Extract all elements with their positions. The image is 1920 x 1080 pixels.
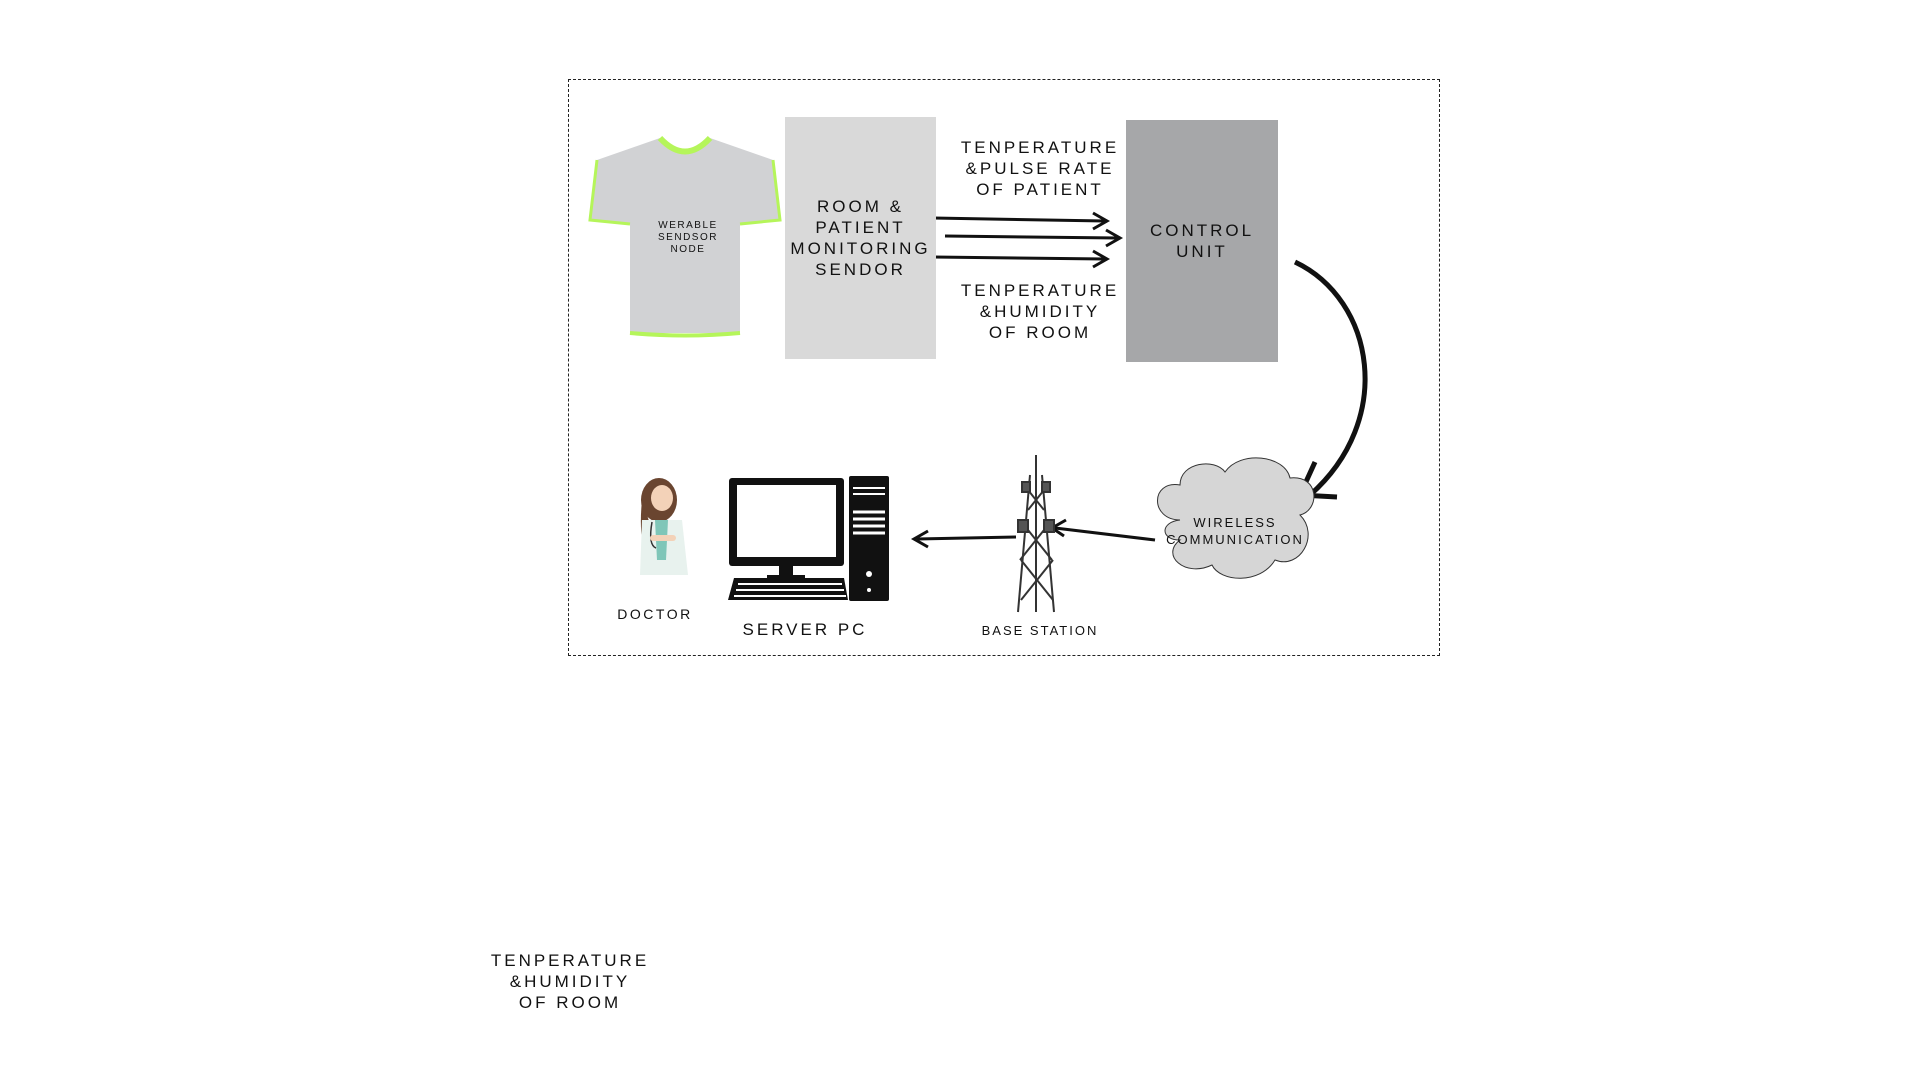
doctor-icon (640, 478, 688, 575)
base-station-label: BASE STATION (981, 623, 1099, 638)
computer-icon (728, 476, 889, 601)
tshirt-label: WERABLE SENDSOR NODE (658, 220, 718, 255)
doctor-label: DOCTOR (617, 606, 693, 622)
server-pc-label: SERVER PC (742, 620, 868, 639)
control-unit-box: CONTROL UNIT (1126, 120, 1278, 362)
cloud-label: WIRELESS COMMUNICATION (1166, 515, 1304, 547)
bottom-arrow-label: TENPERATURE &HUMIDITY OF ROOM (960, 281, 1120, 342)
top-arrow-label: TENPERATURE &PULSE RATE OF PATIENT (960, 138, 1120, 199)
arrow-to-server (910, 529, 1017, 549)
system-boundary (568, 79, 1440, 656)
tshirt-icon (588, 135, 782, 338)
cloud-icon (1157, 457, 1315, 579)
control-unit-label: CONTROL UNIT (1149, 221, 1255, 261)
sensor-box-label: ROOM & PATIENT MONITORING SENDOR (790, 197, 931, 279)
data-arrows (932, 211, 1124, 269)
tower-icon (1017, 455, 1055, 613)
arrow-to-base-station (1049, 518, 1156, 542)
stray-label: TENPERATURE &HUMIDITY OF ROOM (490, 951, 650, 1012)
curved-arrow (1293, 259, 1368, 500)
sensor-box: ROOM & PATIENT MONITORING SENDOR (785, 117, 936, 359)
